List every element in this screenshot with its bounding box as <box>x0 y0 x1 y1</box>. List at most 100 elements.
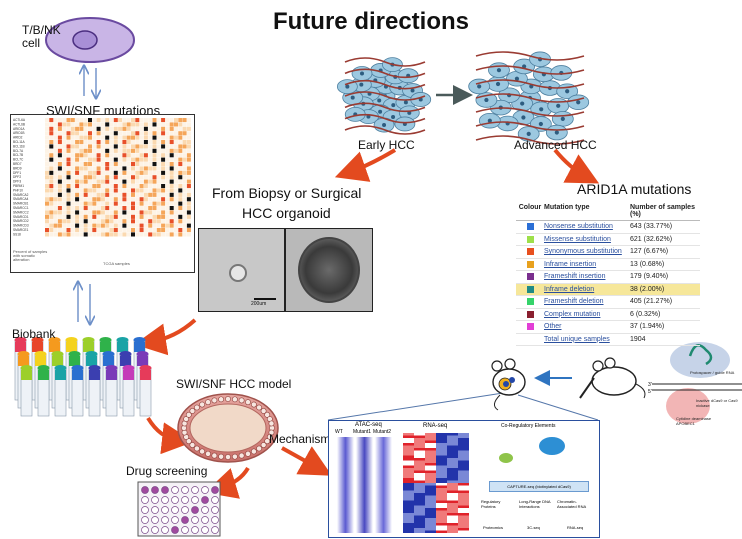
wt-label: WT <box>335 429 343 435</box>
heatmap-cell <box>109 197 114 202</box>
early-hcc-tissue-icon <box>336 57 432 135</box>
tube-cap <box>99 337 112 343</box>
heatmap-cell <box>75 206 80 211</box>
epithelial-cell <box>193 404 200 411</box>
heatmap-cell <box>148 179 153 184</box>
heatmap-cell <box>161 197 166 202</box>
heatmap-cell <box>88 192 92 197</box>
mutation-type-link[interactable]: Total unique samples <box>544 335 610 343</box>
heatmap-cell <box>105 122 110 127</box>
heatmap-cell <box>45 122 49 127</box>
heatmap-cell <box>109 214 114 219</box>
epithelial-cell <box>231 396 238 403</box>
heatmap-cell <box>105 201 110 206</box>
heatmap-cell <box>139 179 144 184</box>
heatmap-cell <box>62 228 67 233</box>
mutation-type-link[interactable]: Complex mutation <box>544 310 601 318</box>
rna-seq-cell <box>436 518 447 521</box>
heatmap-cell <box>122 153 127 158</box>
heatmap-cell <box>70 126 75 131</box>
epithelial-cell <box>264 438 271 445</box>
heatmap-cell <box>75 228 80 233</box>
mutation-type-link[interactable]: Missense substitution <box>544 235 611 243</box>
cell-nucleus <box>377 98 382 103</box>
heatmap-cell <box>79 228 84 233</box>
heatmap-cell <box>83 210 88 215</box>
tube-cap-body <box>18 356 29 366</box>
heatmap-cell <box>57 118 62 123</box>
heatmap-cell <box>113 170 118 175</box>
blood-vessel <box>475 135 585 145</box>
heatmap-cell <box>100 118 105 123</box>
tube-cap-body <box>52 356 63 366</box>
tube-cap-body <box>32 342 43 352</box>
rna-seq-cell <box>425 490 436 493</box>
heatmap-cell <box>109 122 114 127</box>
epithelial-cell <box>238 397 245 404</box>
heatmap-cell <box>75 232 80 237</box>
heatmap-cell <box>174 232 178 237</box>
heatmap-gene-label: DPF3 <box>13 180 21 184</box>
mutation-type-link[interactable]: Other <box>544 323 562 331</box>
heatmap-cell <box>92 140 97 145</box>
mutation-type-link[interactable]: Frameshift insertion <box>544 273 606 281</box>
mutation-type-link[interactable]: Inframe insertion <box>544 260 597 268</box>
rna-seq-cell <box>458 440 469 443</box>
heatmap-cell <box>152 223 157 228</box>
heatmap-cell <box>79 201 84 206</box>
heatmap-cell <box>70 162 75 167</box>
plate-well <box>201 516 209 524</box>
mutation-type-link[interactable]: Nonsense substitution <box>544 223 613 231</box>
heatmap-cell <box>156 126 161 131</box>
heatmap-cell <box>169 228 174 233</box>
heatmap-cell <box>186 118 191 123</box>
heatmap-cell <box>96 232 101 237</box>
heatmap-cell <box>79 192 84 197</box>
rna-seq-cell <box>436 513 447 516</box>
rna-seq-cell <box>447 465 458 468</box>
plate-well <box>171 516 179 524</box>
heatmap-cell <box>62 210 67 215</box>
rna-seq-cell <box>403 523 414 526</box>
rna-seq-cell <box>436 505 447 508</box>
heatmap-cell <box>96 184 101 189</box>
mutation-type-link[interactable]: Synonymous substitution <box>544 248 622 256</box>
heatmap-cell <box>126 228 131 233</box>
heatmap-cell <box>53 148 58 153</box>
page-title: Future directions <box>272 8 470 35</box>
heatmap-cell <box>131 131 135 136</box>
heatmap-cell <box>88 166 92 171</box>
heatmap-cell <box>49 144 54 149</box>
rna-seq-cell <box>403 468 414 471</box>
heatmap-cell <box>57 188 62 193</box>
heatmap-cell <box>143 153 148 158</box>
heatmap-cell <box>156 135 161 140</box>
crispr-base-editor-icon: 3' 5' <box>648 342 742 424</box>
heatmap-cell <box>79 144 84 149</box>
mutation-color-swatch <box>526 248 534 256</box>
rna-seq-cell <box>458 478 469 481</box>
heatmap-cell <box>105 157 110 162</box>
heatmap-cell <box>122 122 127 127</box>
heatmap-cell <box>57 192 62 197</box>
mutation-type-link[interactable]: Inframe deletion <box>544 285 595 293</box>
heatmap-gene-label: BCL7A <box>13 149 24 153</box>
heatmap-cell <box>88 228 92 233</box>
rna-seq-cell <box>425 455 436 458</box>
mutation-count: 643 (33.77%) <box>630 223 673 231</box>
heatmap-cell <box>100 219 105 224</box>
heatmap-cell <box>186 162 191 167</box>
mutation-color-swatch <box>526 298 534 306</box>
rna-seq-cell <box>436 458 447 461</box>
heatmap-cell <box>88 118 92 123</box>
heatmap-cell <box>161 166 166 171</box>
heatmap-cell <box>70 210 75 215</box>
heatmap-cell <box>165 219 170 224</box>
heatmap-cell <box>148 184 153 189</box>
heatmap-cell <box>113 148 118 153</box>
rna-seq-cell <box>403 520 414 523</box>
mutation-type-link[interactable]: Frameshift deletion <box>544 298 604 306</box>
rna-seq-cell <box>447 520 458 523</box>
